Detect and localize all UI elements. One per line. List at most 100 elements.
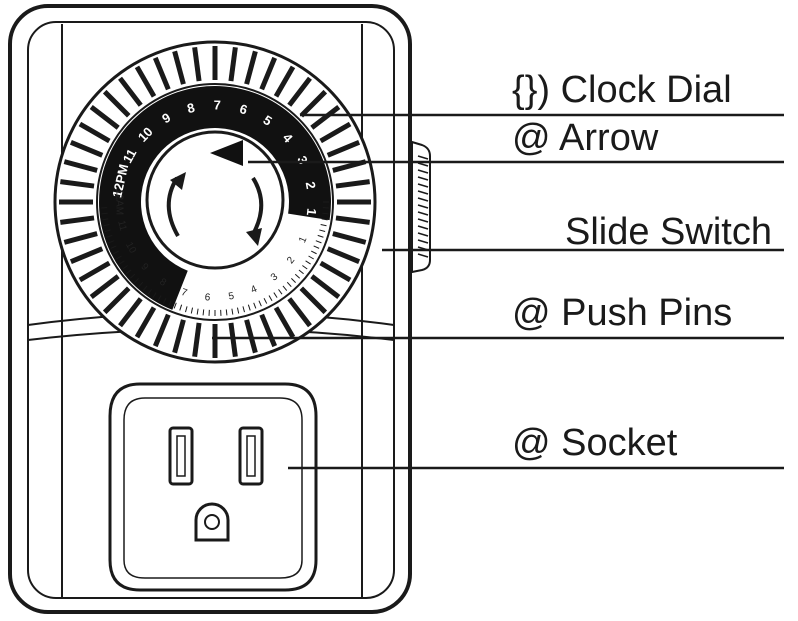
push-pin[interactable] [299, 286, 328, 315]
dial-tick [319, 229, 326, 232]
dial-tick [110, 245, 117, 249]
push-pin[interactable] [134, 306, 157, 339]
label-push-pins: @ Push Pins [512, 292, 732, 334]
callout-labels: {}) Clock Dial @ Arrow Slide Switch @ Pu… [512, 69, 772, 464]
push-pin[interactable] [244, 50, 258, 85]
dial-tick [168, 300, 172, 307]
push-pin[interactable] [69, 246, 104, 265]
push-pin[interactable] [310, 105, 341, 130]
dial-hour-label: 10 [123, 240, 138, 255]
dial-minute-ticks [101, 201, 329, 316]
dial-hour-label: 1 [304, 208, 320, 217]
push-pin[interactable] [228, 322, 238, 357]
dial-hour-label: 7 [180, 287, 189, 299]
socket-slot-left [168, 426, 194, 486]
dial-hour-label: 4 [249, 283, 259, 295]
dial-tick [138, 281, 144, 288]
push-pin[interactable] [332, 231, 367, 245]
dial-tick [126, 269, 132, 275]
switch-ridge [417, 204, 429, 209]
push-pins[interactable] [59, 46, 371, 358]
push-pin[interactable] [89, 274, 120, 299]
dial-tick [101, 212, 108, 215]
push-pin[interactable] [287, 76, 312, 107]
push-pin[interactable] [172, 50, 186, 85]
push-pin[interactable] [78, 260, 111, 283]
dial-tick [321, 218, 328, 221]
socket [108, 382, 318, 592]
push-pin[interactable] [244, 319, 258, 354]
push-pin[interactable] [259, 56, 278, 91]
push-pin[interactable] [134, 65, 157, 98]
push-pin[interactable] [60, 215, 95, 225]
push-pin[interactable] [69, 139, 104, 158]
dial-tick [185, 306, 188, 313]
push-pin[interactable] [118, 76, 143, 107]
push-pin[interactable] [335, 215, 370, 225]
push-pin[interactable] [310, 274, 341, 299]
dial-tick [202, 309, 205, 316]
dial-tick [247, 304, 251, 311]
dial-tick [173, 302, 177, 309]
push-pin[interactable] [319, 121, 352, 144]
dial-tick [258, 300, 262, 307]
push-pin[interactable] [335, 179, 370, 189]
push-pin[interactable] [102, 89, 131, 118]
dial-tick [179, 304, 183, 311]
push-pin[interactable] [326, 139, 361, 158]
push-pin[interactable] [259, 313, 278, 348]
dial-tick [142, 285, 148, 291]
push-pin[interactable] [273, 306, 296, 339]
push-pin[interactable] [89, 105, 120, 130]
push-pin[interactable] [118, 297, 143, 328]
push-pin[interactable] [299, 89, 328, 118]
leader-lines [212, 113, 784, 470]
switch-ridge [417, 190, 429, 195]
dial-tick [106, 234, 113, 238]
push-pin[interactable] [63, 231, 98, 245]
dial-hour-label: 7 [213, 97, 221, 112]
dial-tick [157, 295, 162, 301]
dial-tick [315, 240, 322, 244]
push-pin[interactable] [287, 297, 312, 328]
push-pin[interactable] [152, 313, 171, 348]
dial-hour-label: 11 [120, 146, 140, 165]
dial-tick [119, 260, 125, 265]
push-pin[interactable] [326, 246, 361, 265]
push-pin[interactable] [78, 121, 111, 144]
dial-tick [253, 302, 257, 309]
dial-hour-label: 8 [185, 100, 196, 116]
dial-tick [116, 255, 122, 260]
dial-tick [305, 260, 311, 265]
dial-tick [273, 292, 278, 298]
dial-tick [152, 292, 157, 298]
dial-tick [231, 308, 234, 315]
dial-tick [322, 212, 329, 215]
push-pin[interactable] [172, 319, 186, 354]
label-arrow: @ Arrow [512, 117, 659, 159]
push-pin[interactable] [152, 56, 171, 91]
push-pin[interactable] [319, 260, 352, 283]
push-pin[interactable] [192, 47, 202, 82]
push-pin[interactable] [60, 179, 95, 189]
push-pin[interactable] [102, 286, 131, 315]
socket-ground-hole [194, 502, 230, 542]
push-pin[interactable] [63, 159, 98, 173]
label-clock-dial: {}) Clock Dial [512, 69, 732, 111]
dial-hour-label: 8 [157, 277, 168, 289]
dial-tick [320, 223, 327, 227]
switch-ridge [417, 253, 429, 258]
dial-tick [282, 285, 288, 291]
dial-tick [162, 298, 167, 304]
dial-tick [242, 306, 245, 313]
dial-tick [298, 269, 304, 275]
slide-switch[interactable] [411, 140, 431, 274]
switch-ridge [417, 239, 429, 244]
push-pin[interactable] [273, 65, 296, 98]
switch-ridge [417, 162, 429, 167]
push-pin[interactable] [192, 322, 202, 357]
push-pin[interactable] [228, 47, 238, 82]
